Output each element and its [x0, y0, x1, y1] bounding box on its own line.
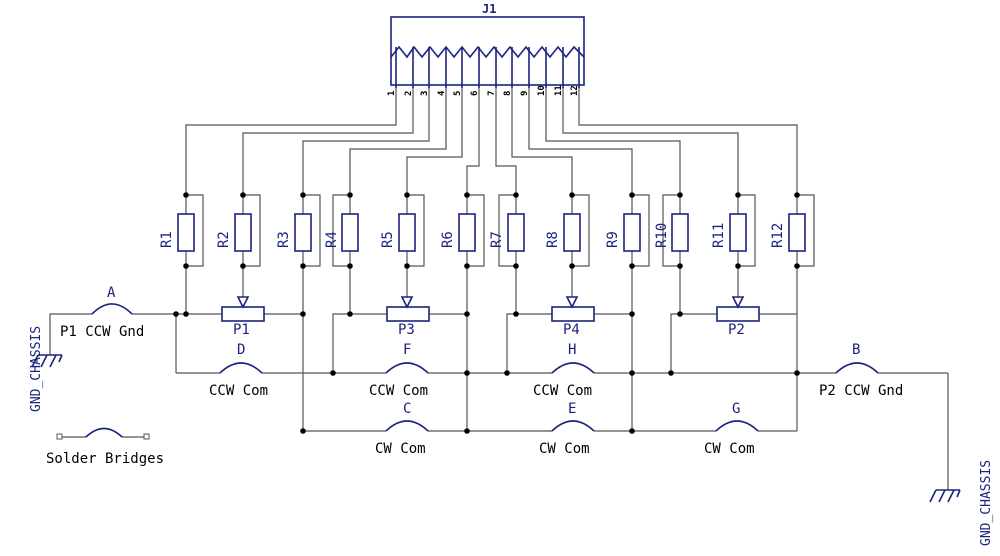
gnd-chassis-label-left: GND_CHASSIS — [29, 326, 44, 412]
pot-bodies — [221, 296, 760, 322]
junction-dot — [513, 263, 519, 269]
junction-dot — [677, 311, 683, 317]
junction-dot — [347, 311, 353, 317]
junction-dot — [240, 263, 246, 269]
junction-dot — [629, 263, 635, 269]
resistor-label: R2 — [216, 231, 232, 248]
junction-dot — [735, 263, 741, 269]
junction-dot — [240, 192, 246, 198]
resistor-label: R10 — [654, 223, 670, 248]
resistor-label: R3 — [276, 231, 292, 248]
junction-dot — [677, 263, 683, 269]
junction-dot — [464, 263, 470, 269]
ccw-com-label-f: CCW Com — [369, 383, 428, 399]
j1-pin-label: 10 — [537, 85, 547, 96]
resistor-label: R7 — [489, 231, 505, 248]
j1-pin-label: 6 — [470, 91, 480, 96]
connector-ref: J1 — [482, 2, 496, 16]
resistor-label: R5 — [380, 231, 396, 248]
junction-dot — [183, 192, 189, 198]
junction-dot — [404, 192, 410, 198]
labels: P1 P3 P4 P2 A D F H B C E G P1 CCW Gnd P… — [29, 223, 994, 546]
junction-dot — [629, 192, 635, 198]
wiring — [49, 88, 949, 490]
resistor-label: R8 — [545, 231, 561, 248]
junction-dot — [735, 192, 741, 198]
junction-dot — [300, 428, 306, 434]
gnd-chassis-label-right: GND_CHASSIS — [979, 460, 994, 546]
junction-dot — [569, 192, 575, 198]
junction-dot — [629, 370, 635, 376]
pot-label-p4: P4 — [563, 322, 580, 338]
junction-dot — [794, 263, 800, 269]
junction-dots — [173, 192, 800, 434]
pot-label-p2: P2 — [728, 322, 745, 338]
p2-ccw-gnd-label: P2 CCW Gnd — [819, 383, 903, 399]
cw-com-label-e: CW Com — [539, 441, 590, 457]
bridge-label-e: E — [568, 401, 576, 417]
junction-dot — [183, 311, 189, 317]
j1-pin-label: 3 — [420, 91, 430, 96]
junction-dot — [629, 311, 635, 317]
junction-dot — [513, 192, 519, 198]
j1-pin-label: 9 — [520, 91, 530, 96]
junction-dot — [347, 192, 353, 198]
ccw-com-label-h: CCW Com — [533, 383, 592, 399]
junction-dot — [504, 370, 510, 376]
j1-pin-label: 11 — [554, 85, 564, 96]
resistor-label: R9 — [605, 231, 621, 248]
resistor-label: R4 — [324, 231, 340, 248]
cw-com-label-c: CW Com — [375, 441, 426, 457]
bridge-label-f: F — [403, 342, 411, 358]
junction-dot — [677, 192, 683, 198]
j1-pin-label: 7 — [487, 91, 497, 96]
junction-dot — [347, 263, 353, 269]
ccw-com-label-d: CCW Com — [209, 383, 268, 399]
junction-dot — [330, 370, 336, 376]
junction-dot — [404, 263, 410, 269]
j1-pin-label: 8 — [503, 91, 513, 96]
junction-dot — [794, 370, 800, 376]
bridge-label-a: A — [107, 285, 116, 301]
bridge-label-g: G — [732, 401, 740, 417]
bridge-legend-pads — [56, 433, 150, 440]
resistor-label: R1 — [159, 231, 175, 248]
junction-dot — [173, 311, 179, 317]
junction-dot — [464, 192, 470, 198]
resistor-bodies — [177, 213, 806, 252]
bridge-label-d: D — [237, 342, 245, 358]
j1-pin-label: 4 — [437, 90, 447, 96]
junction-dot — [513, 311, 519, 317]
bridge-label-b: B — [852, 342, 860, 358]
junction-dot — [300, 311, 306, 317]
junction-dot — [794, 192, 800, 198]
j1-pin-label: 2 — [404, 91, 414, 96]
bridge-label-c: C — [403, 401, 411, 417]
resistor-label: R11 — [711, 223, 727, 248]
j1-pin-label: 1 — [387, 91, 397, 96]
resistor-label: R12 — [770, 223, 786, 248]
junction-dot — [464, 311, 470, 317]
gnd-chassis-symbols — [31, 354, 961, 503]
junction-dot — [183, 263, 189, 269]
junction-dot — [300, 263, 306, 269]
solder-bridges — [85, 303, 879, 438]
junction-dot — [629, 428, 635, 434]
junction-dot — [300, 192, 306, 198]
solder-bridges-label: Solder Bridges — [46, 451, 164, 467]
junction-dot — [464, 370, 470, 376]
pot-label-p3: P3 — [398, 322, 415, 338]
bridge-label-h: H — [568, 342, 576, 358]
junction-dot — [668, 370, 674, 376]
junction-dot — [464, 428, 470, 434]
j1-pin-label: 12 — [570, 85, 580, 96]
connector-j1: J1 — [390, 2, 585, 88]
resistor-label: R6 — [440, 231, 456, 248]
p1-ccw-gnd-label: P1 CCW Gnd — [60, 324, 144, 340]
pot-label-p1: P1 — [233, 322, 250, 338]
junction-dot — [569, 263, 575, 269]
j1-pin-label: 5 — [453, 91, 463, 96]
cw-com-label-g: CW Com — [704, 441, 755, 457]
